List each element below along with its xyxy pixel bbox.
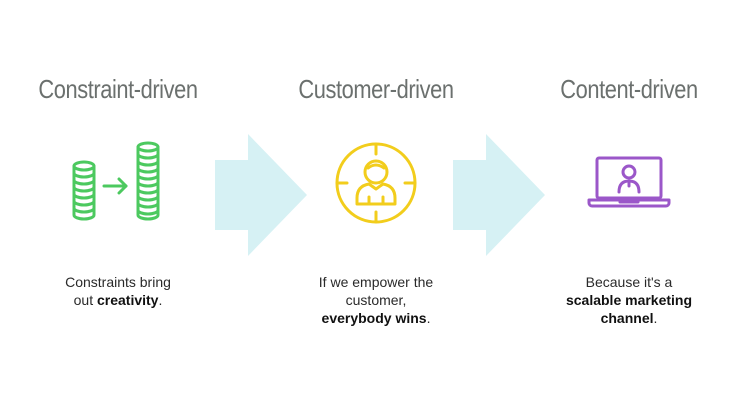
step-title: Content-driven	[560, 74, 698, 104]
caption-highlight: scalable marketing	[565, 292, 693, 308]
caption-line: out creativity.	[3, 291, 233, 309]
right-arrow-icon	[453, 134, 545, 256]
step-caption: Constraints bring out creativity.	[3, 273, 233, 309]
caption-highlight: channel	[600, 310, 654, 326]
coins-transfer-icon	[3, 140, 233, 226]
caption-highlight: creativity	[96, 292, 159, 308]
step-title: Constraint-driven	[38, 74, 198, 104]
caption-line: scalable marketing	[514, 291, 744, 309]
caption-line: customer,	[345, 292, 407, 308]
caption-punctuation: .	[158, 292, 163, 308]
caption-line: channel.	[514, 309, 744, 327]
caption-punctuation: .	[653, 310, 658, 326]
caption-line: everybody wins.	[261, 309, 491, 327]
customer-target-icon	[261, 140, 491, 226]
right-arrow-icon	[215, 134, 307, 256]
caption-line: Because it's a	[585, 274, 673, 290]
caption-line: If we empower the	[318, 274, 434, 290]
step-content-driven: Content-driven Because it's a scalable m…	[514, 0, 744, 410]
step-caption: Because it's a scalable marketing channe…	[514, 273, 744, 327]
step-constraint-driven: Constraint-driven	[3, 0, 233, 410]
step-title: Customer-driven	[298, 74, 454, 104]
caption-highlight: everybody wins	[321, 310, 427, 326]
step-customer-driven: Customer-driven If we empower the custom…	[261, 0, 491, 410]
laptop-user-icon	[514, 140, 744, 226]
caption-text: out	[73, 292, 97, 308]
step-caption: If we empower the customer, everybody wi…	[261, 273, 491, 327]
caption-line: Constraints bring	[65, 274, 171, 290]
caption-punctuation: .	[426, 310, 431, 326]
